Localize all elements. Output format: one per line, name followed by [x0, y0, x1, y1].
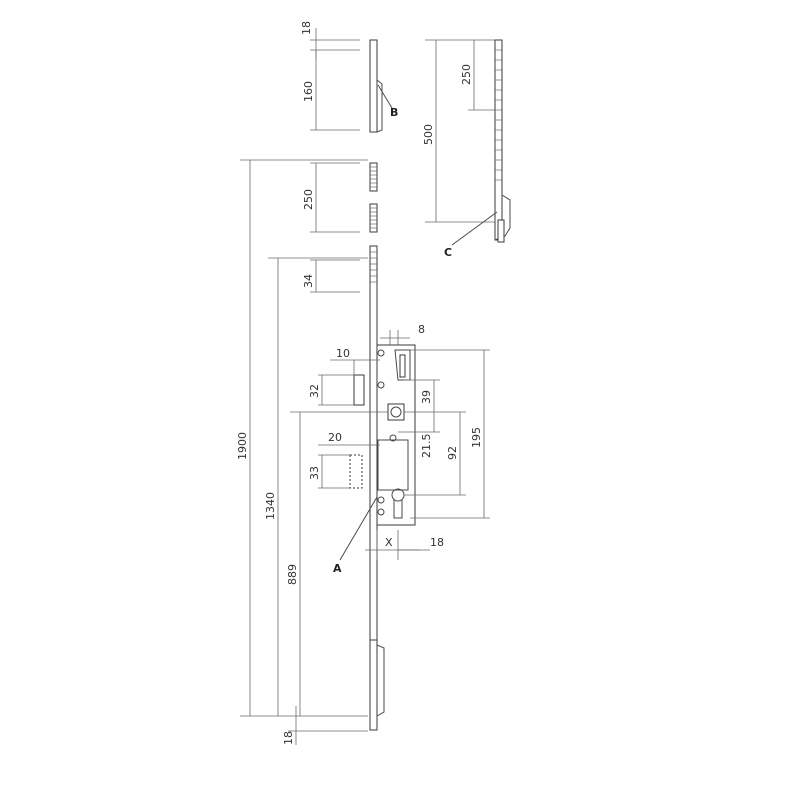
right-dimensions: [365, 330, 490, 560]
dim-250-right: 250: [460, 64, 473, 85]
dim-1900: 1900: [236, 432, 249, 460]
label-c: C: [444, 246, 452, 259]
label-b: B: [390, 106, 398, 119]
dim-160: 160: [302, 81, 315, 102]
dim-39: 39: [420, 390, 433, 404]
dim-500: 500: [422, 124, 435, 145]
left-dimensions: [240, 28, 388, 745]
dim-250-left: 250: [302, 189, 315, 210]
dim-1340: 1340: [264, 492, 277, 520]
dim-889: 889: [286, 564, 299, 585]
dim-21-5: 21.5: [420, 434, 433, 459]
dim-195: 195: [470, 427, 483, 448]
lock-case: [349, 344, 416, 526]
dim-8: 8: [418, 323, 425, 336]
dim-20: 20: [328, 431, 342, 444]
dim-92: 92: [446, 446, 459, 460]
dim-32: 32: [308, 384, 321, 398]
dim-34: 34: [302, 274, 315, 288]
dim-10: 10: [336, 347, 350, 360]
label-x: X: [385, 536, 393, 549]
dim-18-x: 18: [430, 536, 444, 549]
label-a: A: [333, 562, 342, 575]
dim-18-bottom: 18: [282, 731, 295, 745]
dim-18-top: 18: [300, 21, 313, 35]
dim-33: 33: [308, 466, 321, 480]
leader-lines: [339, 84, 498, 561]
